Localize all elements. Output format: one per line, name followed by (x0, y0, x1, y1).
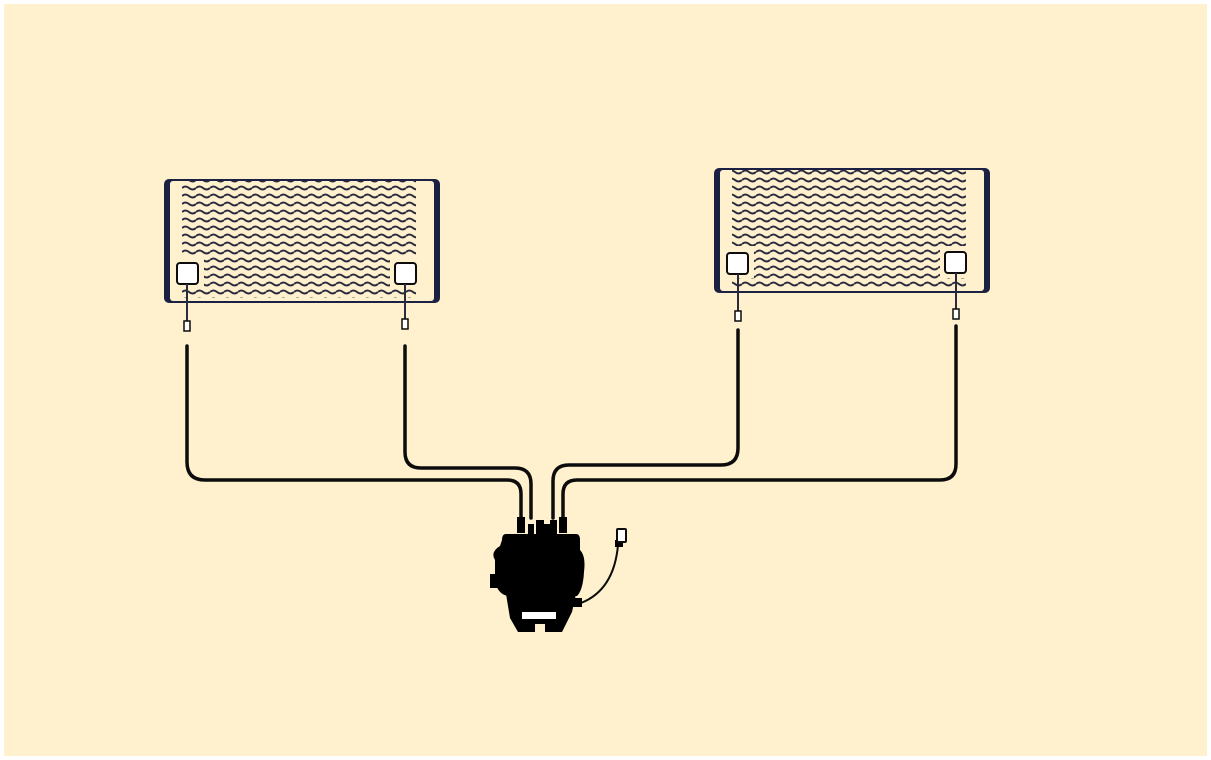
mc4-plug-1 (183, 320, 191, 332)
cable-4 (561, 324, 958, 520)
mc4-plug-2 (401, 318, 409, 330)
solar-panel-right (714, 168, 990, 322)
inverter-label-plate (522, 612, 556, 619)
dc-cables (185, 324, 958, 520)
ac-output-cable (580, 544, 619, 604)
cable-1 (185, 344, 523, 520)
cable-2 (403, 344, 533, 520)
panel-left-cells (182, 181, 416, 298)
microinverter (490, 517, 627, 632)
cable-3 (551, 328, 740, 520)
panel-right-cells (732, 170, 966, 288)
junction-box-3 (726, 252, 749, 275)
mc4-plug-4 (952, 308, 960, 320)
inverter-body (490, 534, 585, 596)
ac-output-connector (616, 528, 627, 543)
junction-box-left (176, 262, 199, 285)
solar-panel-left (164, 179, 440, 332)
junction-box-4 (944, 251, 967, 274)
mc4-plug-3 (734, 310, 742, 322)
junction-box-right (394, 262, 417, 285)
diagram-background (4, 4, 1207, 756)
